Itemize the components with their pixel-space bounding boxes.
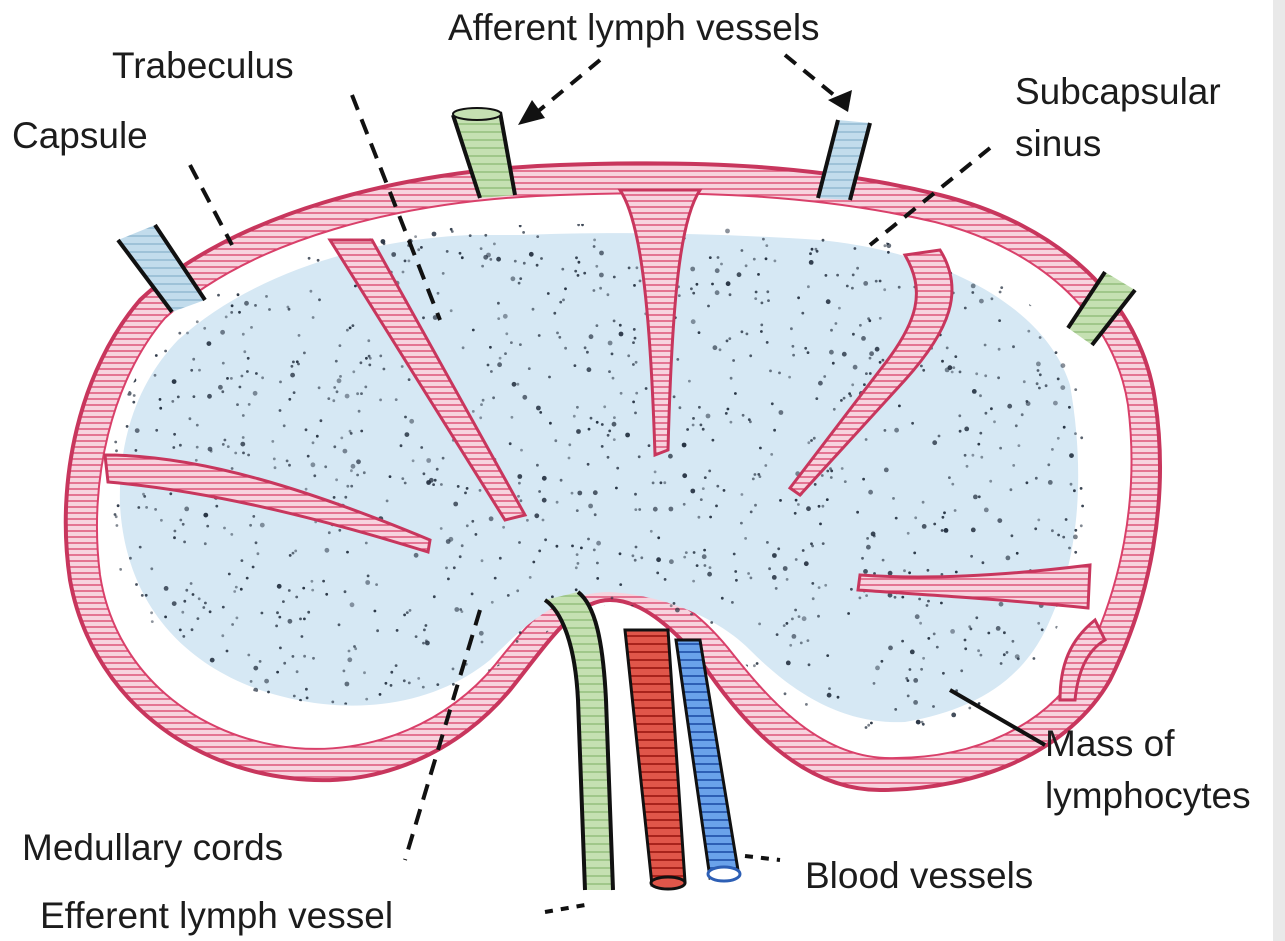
label-subcapsular: Subcapsular	[1015, 72, 1221, 112]
label-efferent-lymph-vessel: Efferent lymph vessel	[40, 896, 393, 936]
label-mass-of: Mass of	[1045, 724, 1175, 764]
label-lymphocytes: lymphocytes	[1045, 776, 1251, 816]
label-sinus: sinus	[1015, 124, 1101, 164]
label-trabeculus: Trabeculus	[112, 46, 294, 86]
label-afferent-lymph-vessels: Afferent lymph vessels	[448, 8, 820, 48]
right-edge-strip	[1273, 0, 1285, 941]
label-blood-vessels: Blood vessels	[805, 856, 1033, 896]
label-medullary-cords: Medullary cords	[22, 828, 283, 868]
arrow-heads	[518, 90, 852, 125]
label-capsule: Capsule	[12, 116, 148, 156]
artery	[625, 630, 685, 889]
